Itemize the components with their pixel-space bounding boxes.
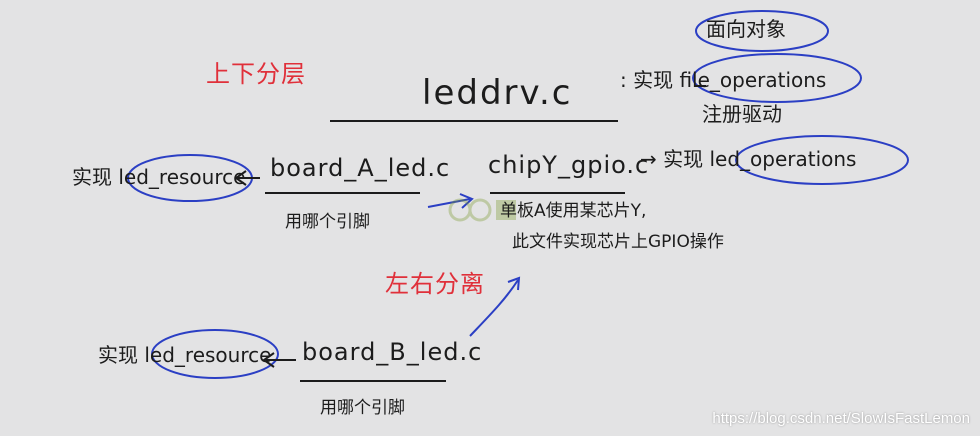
- chip-implements: → 实现 led_operations: [640, 147, 857, 171]
- led-operations-circle: [735, 135, 909, 185]
- board-a-file: board_A_led.c: [270, 154, 451, 182]
- board-b-note: 用哪个引脚: [320, 398, 405, 418]
- watermark-logo-icon: [448, 198, 516, 222]
- file-operations-circle: [692, 53, 862, 103]
- chip-file: chipY_gpio.c: [488, 151, 650, 179]
- arrow-board-a-chip: [427, 198, 471, 208]
- chip-note-1: 单板A使用某芯片Y,: [500, 201, 647, 221]
- chip-note-2: 此文件实现芯片上GPIO操作: [512, 232, 724, 252]
- layering-label: 上下分层: [206, 60, 306, 88]
- led-resource-b-circle: [151, 329, 279, 379]
- led-resource-a-label: 实现 led_resource: [72, 165, 246, 189]
- driver-file-name: leddrv.c: [422, 73, 573, 113]
- separation-label: 左右分离: [385, 270, 485, 298]
- watermark-url: https://blog.csdn.net/SlowIsFastLemon: [712, 410, 970, 427]
- board-b-file: board_B_led.c: [302, 338, 483, 366]
- driver-register: 注册驱动: [702, 102, 782, 126]
- board-a-note: 用哪个引脚: [285, 212, 370, 232]
- driver-implements: : 实现 file_operations: [620, 68, 827, 92]
- oop-label-circle: [695, 10, 829, 52]
- arrow-board-b-up: [469, 279, 519, 337]
- oop-label: 面向对象: [706, 17, 786, 41]
- led-resource-b-label: 实现 led_resource: [98, 343, 272, 367]
